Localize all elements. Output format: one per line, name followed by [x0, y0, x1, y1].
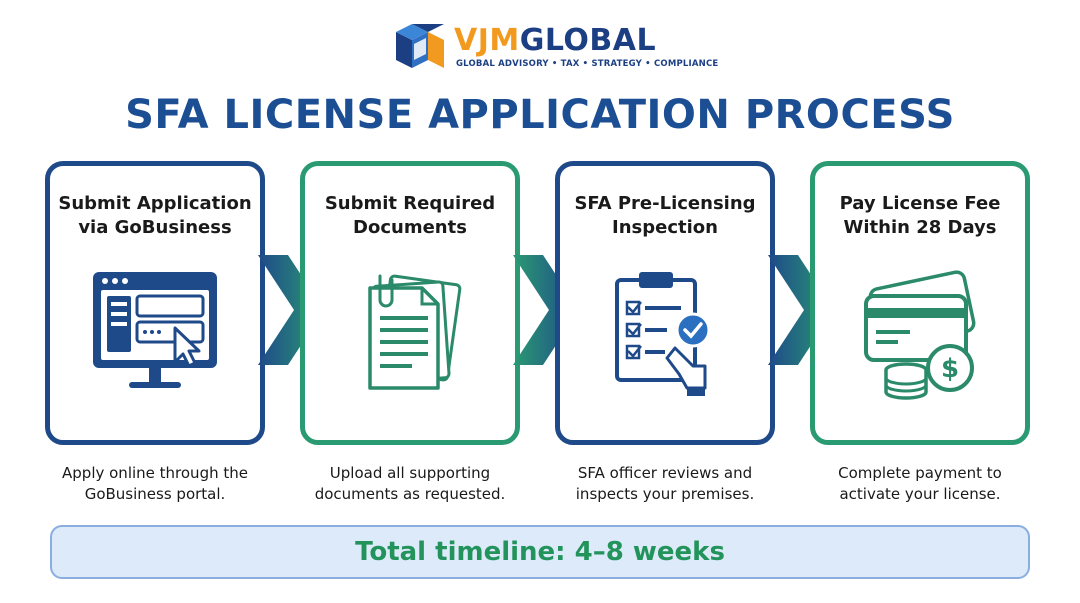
brand-logo: VJMGLOBAL GLOBAL ADVISORY • TAX • STRATE… — [392, 23, 718, 72]
timeline-banner: Total timeline: 4–8 weeks — [50, 525, 1030, 579]
vjm-logo-mark-icon — [396, 24, 444, 68]
svg-text:$: $ — [941, 354, 959, 384]
page-title: SFA LICENSE APPLICATION PROCESS — [125, 92, 955, 138]
payment-card-coins-icon: $ — [864, 270, 976, 400]
computer-monitor-icon — [93, 272, 217, 388]
brand-name: VJMGLOBAL — [454, 23, 657, 58]
clipboard-checklist-icon — [615, 272, 711, 396]
brand-tagline: GLOBAL ADVISORY • TAX • STRATEGY • COMPL… — [456, 59, 719, 69]
documents-stack-icon — [368, 274, 462, 390]
